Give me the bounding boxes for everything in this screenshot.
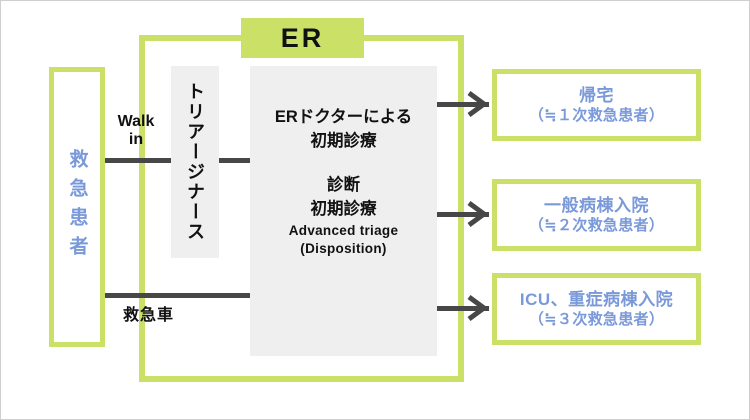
connector-triage — [219, 158, 250, 163]
connector-walkin — [105, 158, 171, 163]
connector-ambulance — [105, 293, 250, 298]
doctor-spacer — [250, 154, 437, 174]
er-badge: ER — [241, 18, 364, 58]
outcome-title-discharge: 帰宅 — [579, 85, 614, 105]
outcome-box-icu: ICU、重症病棟入院 （≒３次救急患者） — [492, 273, 701, 345]
triage-nurse-label: トリアージナース — [185, 82, 205, 242]
arrow-head-general-ward-icon — [467, 201, 487, 227]
walk-in-label-line1: Walk — [117, 113, 155, 130]
outcome-box-general-ward: 一般病棟入院 （≒２次救急患者） — [492, 179, 701, 251]
arrow-shaft-discharge — [437, 102, 489, 107]
doctor-line-6: (Disposition) — [300, 240, 387, 256]
arrow-head-icu-icon — [467, 295, 487, 321]
outcome-sub-general-ward: （≒２次救急患者） — [528, 216, 665, 234]
arrow-head-discharge-icon — [467, 91, 487, 117]
arrow-shaft-general-ward — [437, 212, 489, 217]
outcome-sub-icu: （≒３次救急患者） — [528, 310, 665, 328]
triage-nurse-box: トリアージナース — [171, 66, 219, 258]
doctor-line-2: 初期診療 — [310, 131, 377, 150]
outcome-title-icu: ICU、重症病棟入院 — [519, 289, 674, 309]
doctor-line-4: 初期診療 — [310, 199, 377, 218]
er-doctor-box: ERドクターによる 初期診療 診断 初期診療 Advanced triage (… — [250, 66, 437, 356]
walk-in-label-line2: in — [128, 131, 144, 149]
patient-box: 救急患者 — [49, 67, 105, 347]
outcome-box-discharge: 帰宅 （≒１次救急患者） — [492, 69, 701, 141]
doctor-line-5: Advanced triage — [288, 222, 399, 238]
doctor-line-1: ERドクターによる — [274, 108, 413, 126]
walk-in-label: Walk in — [105, 113, 167, 150]
doctor-line-3: 診断 — [327, 175, 360, 194]
ambulance-label: 救急車 — [123, 307, 175, 324]
patient-box-label: 救急患者 — [66, 149, 88, 265]
outcome-sub-discharge: （≒１次救急患者） — [528, 106, 665, 124]
outcome-title-general-ward: 一般病棟入院 — [544, 195, 649, 215]
arrow-shaft-icu — [437, 306, 489, 311]
